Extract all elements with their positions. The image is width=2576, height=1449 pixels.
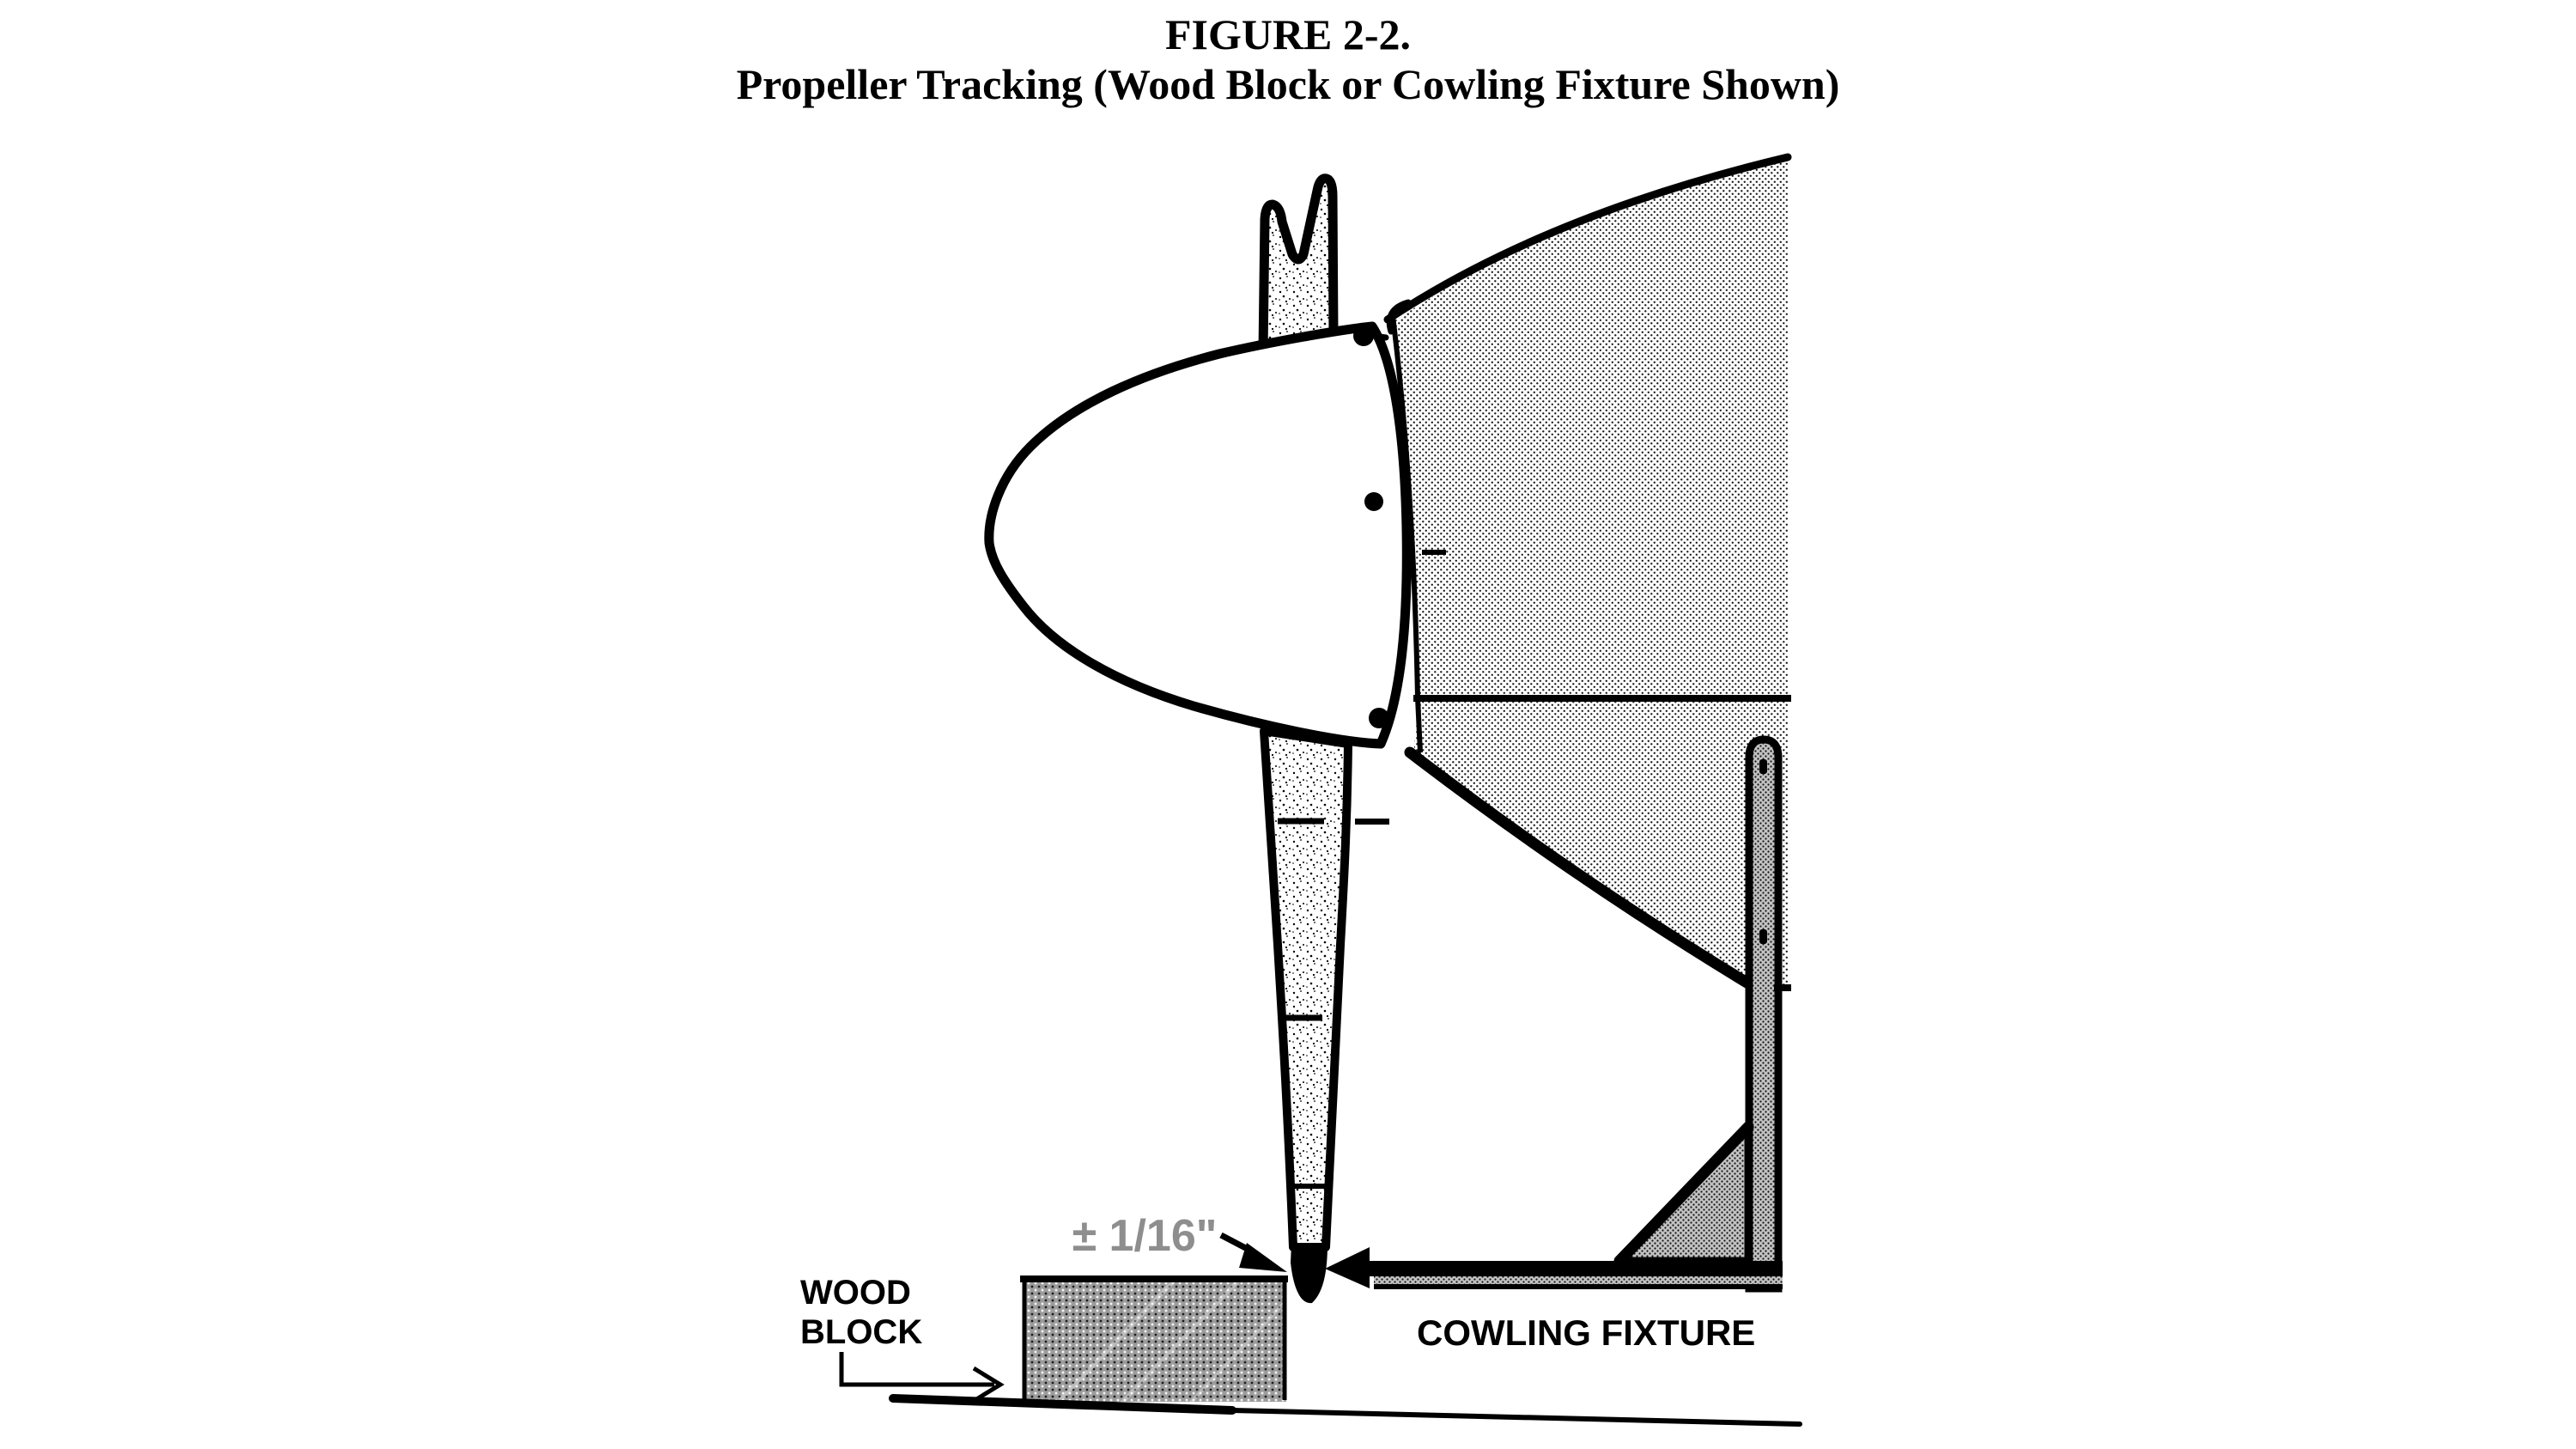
spinner-screw [1369,708,1389,728]
wood-block-leader [839,1352,1005,1403]
tolerance-label: ± 1/16" [1072,1211,1218,1261]
spinner [984,321,1412,749]
figure-title-line2: Propeller Tracking (Wood Block or Cowlin… [737,60,1840,108]
spinner-screw [1353,326,1374,346]
spinner-screw [1364,492,1383,511]
fixture-slot-upper [1759,759,1767,774]
figure-title-line1: FIGURE 2-2. [1165,10,1411,58]
wood-block-label-line1: WOOD [800,1274,911,1312]
propeller-blade-upper [1258,174,1339,357]
cowling-fixture-label: COWLING FIXTURE [1417,1312,1755,1353]
tolerance-arrow [1219,1232,1287,1272]
propeller-blade-lower [1260,727,1352,1251]
fixture-arrowhead [1325,1247,1370,1288]
wood-block [1020,1275,1288,1402]
blade-tip [1291,1244,1327,1304]
cowling-fixture-gusset [1610,1117,1754,1267]
ground-line [889,1394,1802,1427]
cowling-fixture-upright [1745,735,1791,1293]
engine-cowling-lower [1355,550,1791,989]
fixture-slot-lower [1759,929,1767,944]
wood-block-label-line2: BLOCK [800,1313,922,1351]
cowling-fixture-base [1325,1247,1783,1289]
